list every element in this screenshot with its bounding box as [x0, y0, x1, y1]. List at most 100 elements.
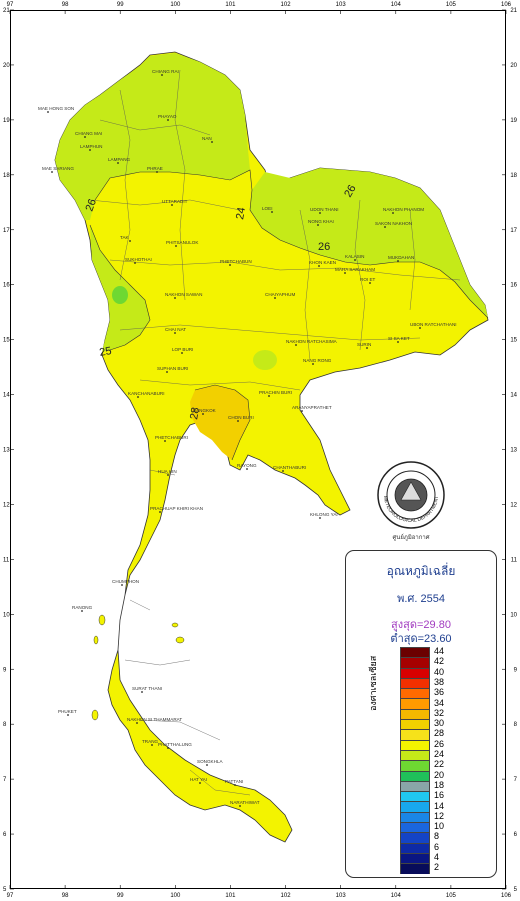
- place-marker: [167, 119, 169, 121]
- lat-tick-label: 6: [3, 832, 7, 838]
- scale-swatch: [400, 770, 430, 781]
- scale-label: 4: [434, 852, 440, 862]
- place-marker: [318, 265, 320, 267]
- scale-label: 44: [434, 646, 445, 656]
- place-label: PHETCHABUN: [220, 259, 252, 264]
- isotherm-label: 28: [188, 406, 202, 420]
- islands: [91, 614, 185, 721]
- place-marker: [171, 204, 173, 206]
- lat-tick-label: 9: [514, 667, 518, 673]
- place-marker: [317, 224, 319, 226]
- place-marker: [159, 511, 161, 513]
- place-marker: [156, 171, 158, 173]
- scale-swatch: [400, 822, 430, 833]
- place-label: KALASIN: [345, 254, 364, 259]
- place-label: SONGKHLA: [197, 759, 223, 764]
- place-label: CHAIYAPHUM: [265, 292, 295, 297]
- lon-tick-label: 103: [336, 2, 347, 8]
- lat-tick-label: 18: [3, 173, 10, 179]
- scale-label: 36: [434, 687, 445, 698]
- place-label: UDON THANI: [310, 207, 339, 212]
- isotherm-label: 24: [234, 206, 248, 220]
- isotherms: [89, 169, 489, 461]
- scale-swatch: [400, 647, 430, 658]
- lon-tick-label: 100: [170, 2, 181, 8]
- isotherm-label: 26: [84, 197, 99, 213]
- place-marker: [419, 327, 421, 329]
- lon-tick-label: 101: [225, 893, 236, 899]
- place-marker: [319, 212, 321, 214]
- place-marker: [161, 74, 163, 76]
- place-marker: [312, 363, 314, 365]
- place-label: NARATHIWAT: [230, 800, 260, 805]
- scale-label: 14: [434, 800, 445, 811]
- scale-swatch: [400, 677, 430, 689]
- scale-swatch: [400, 863, 430, 874]
- lon-tick-label: 105: [446, 893, 457, 899]
- lat-tick-label: 5: [514, 887, 518, 893]
- lon-tick-label: 104: [391, 893, 402, 899]
- scale-label: 10: [434, 821, 445, 832]
- tmd-seal: METEOROLOGICAL DEPARTMENT: [377, 461, 445, 529]
- scale-swatch: [400, 708, 430, 720]
- place-marker: [229, 264, 231, 266]
- place-label: CHAI NAT: [165, 327, 186, 332]
- lon-tick-label: 100: [170, 893, 181, 899]
- lat-tick-label: 7: [514, 777, 518, 783]
- lat-tick-label: 11: [511, 557, 518, 563]
- lat-tick-label: 15: [3, 338, 10, 344]
- scale-swatch: [400, 811, 430, 823]
- place-marker: [136, 722, 138, 724]
- place-label: SI SA KET: [388, 336, 410, 341]
- scale-swatch: [400, 688, 430, 699]
- scale-swatch: [400, 657, 430, 668]
- lon-tick-label: 97: [7, 893, 14, 899]
- place-marker: [47, 111, 49, 113]
- cool-zone-northeast: [250, 168, 488, 318]
- scale-label: 32: [434, 707, 445, 718]
- lon-tick-label: 102: [281, 893, 292, 899]
- place-label: NAKHON SI THAMMARAT: [127, 717, 182, 722]
- lat-tick-label: 16: [3, 283, 10, 289]
- lon-tick-label: 103: [336, 893, 347, 899]
- scale-swatch: [400, 842, 430, 853]
- place-label: PHATTHALUNG: [158, 742, 192, 747]
- place-marker: [121, 584, 123, 586]
- scale-label: 30: [434, 718, 445, 729]
- place-marker: [246, 468, 248, 470]
- place-marker: [164, 440, 166, 442]
- lat-tick-label: 12: [3, 502, 10, 508]
- place-marker: [271, 211, 273, 213]
- legend-unit: องศาเซลเซียส: [368, 655, 378, 711]
- lon-tick-label: 106: [501, 2, 512, 8]
- place-marker: [206, 764, 208, 766]
- place-marker: [167, 474, 169, 476]
- place-label: NONG KHAI: [308, 219, 334, 224]
- place-marker: [369, 282, 371, 284]
- lat-tick-label: 8: [514, 722, 518, 728]
- scale-label: 16: [434, 790, 445, 801]
- scale-swatch: [400, 791, 430, 802]
- place-marker: [174, 332, 176, 334]
- place-label: TRANG: [142, 739, 159, 744]
- scale-label: 38: [434, 676, 445, 687]
- cool-zone-north: [55, 53, 250, 220]
- place-marker: [211, 141, 213, 143]
- legend-title: อุณหภูมิเฉลี่ย: [386, 564, 456, 578]
- scale-label: 26: [434, 738, 445, 749]
- warm-zone-bangkok: [190, 385, 250, 460]
- lat-tick-label: 7: [3, 777, 7, 783]
- seal-caption: ศูนย์ภูมิอากาศ: [392, 535, 430, 541]
- place-marker: [199, 782, 201, 784]
- lat-tick-label: 20: [3, 63, 10, 69]
- place-label: TAK: [120, 235, 130, 240]
- lat-tick-label: 12: [510, 502, 517, 508]
- place-marker: [81, 610, 83, 612]
- lat-tick-label: 20: [510, 63, 517, 69]
- scale-label: 8: [434, 831, 440, 842]
- place-label: BANGKOK: [193, 408, 217, 413]
- place-label: KANCHANABURI: [128, 391, 165, 396]
- place-label: NAN: [202, 136, 212, 141]
